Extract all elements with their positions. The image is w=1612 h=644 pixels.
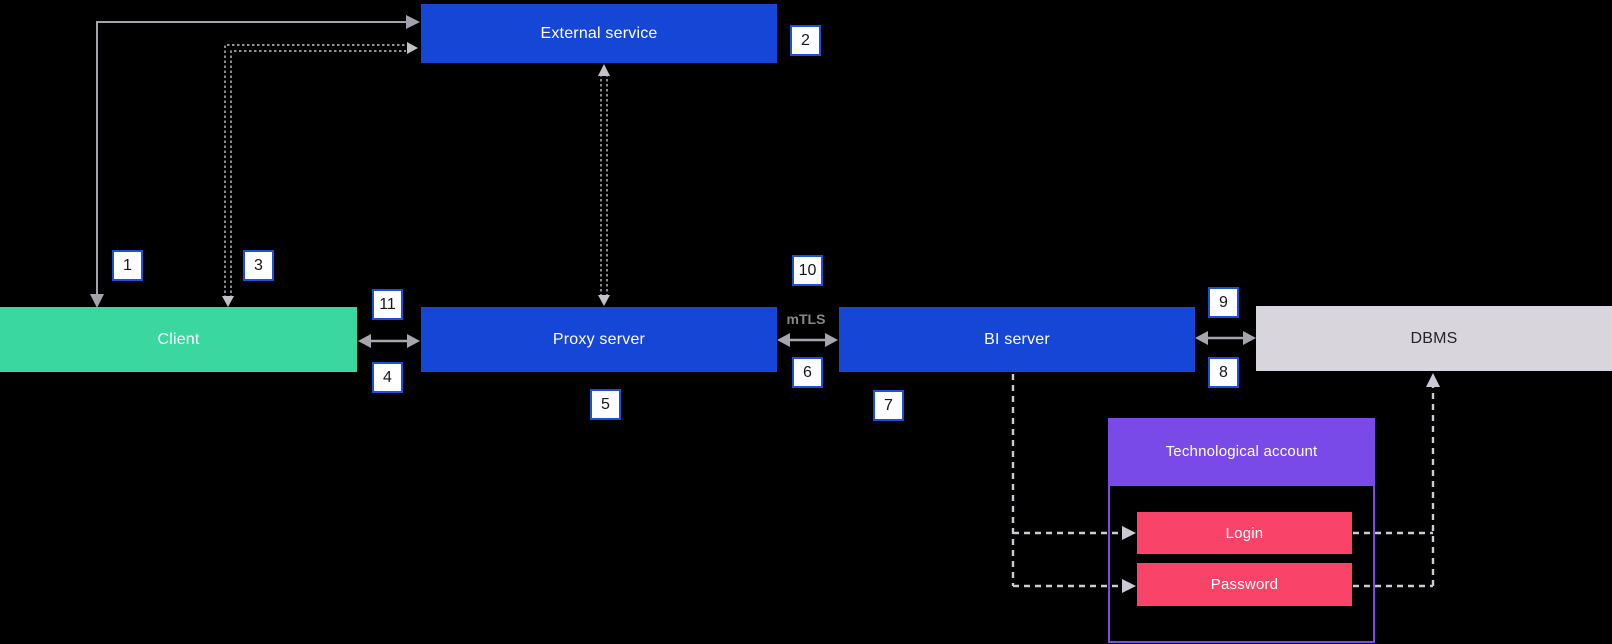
step-badge-7-label: 7 — [884, 396, 893, 414]
step-badge-3: 3 — [243, 250, 274, 281]
arrow-proxy-bi — [777, 333, 838, 347]
arrow-bi-credentials-dashed — [1011, 374, 1136, 593]
step-badge-4-label: 4 — [383, 368, 392, 386]
arrow-client-proxy — [358, 334, 420, 348]
technological-account-label: Technological account — [1165, 442, 1318, 460]
step-badge-5: 5 — [590, 389, 621, 420]
node-proxy-server: Proxy server — [421, 307, 777, 372]
step-badge-11-label: 11 — [379, 295, 396, 313]
node-dbms-label: DBMS — [1410, 329, 1458, 347]
step-badge-1-label: 1 — [123, 256, 132, 274]
step-badge-3-label: 3 — [254, 256, 263, 274]
step-badge-9-label: 9 — [1219, 293, 1228, 311]
node-client-label: Client — [157, 330, 200, 348]
node-password: Password — [1137, 563, 1352, 606]
mtls-annotation: mTLS — [779, 311, 833, 327]
step-badge-10: 10 — [792, 255, 823, 286]
node-dbms: DBMS — [1256, 306, 1612, 371]
step-badge-10-label: 10 — [798, 261, 817, 279]
step-badge-9: 9 — [1208, 287, 1239, 318]
node-password-label: Password — [1210, 576, 1279, 593]
step-badge-5-label: 5 — [601, 395, 610, 413]
node-external-service-label: External service — [540, 24, 658, 42]
node-bi-server-label: BI server — [984, 330, 1050, 348]
arrow-external-proxy-dashed — [598, 64, 610, 306]
node-client: Client — [0, 307, 357, 372]
step-badge-11: 11 — [372, 289, 403, 320]
arrow-bi-dbms — [1195, 331, 1256, 345]
step-badge-6-label: 6 — [803, 363, 812, 381]
mtls-annotation-label: mTLS — [786, 311, 826, 327]
node-bi-server: BI server — [839, 307, 1195, 372]
node-login: Login — [1137, 512, 1352, 554]
step-badge-7: 7 — [873, 390, 904, 421]
arrow-client-external-solid — [90, 15, 420, 308]
step-badge-2: 2 — [790, 25, 821, 56]
step-badge-8-label: 8 — [1219, 363, 1228, 381]
step-badge-4: 4 — [372, 362, 403, 393]
step-badge-2-label: 2 — [801, 31, 810, 49]
step-badge-1: 1 — [112, 250, 143, 281]
node-technological-account-header: Technological account — [1108, 418, 1375, 484]
node-login-label: Login — [1225, 524, 1264, 542]
step-badge-8: 8 — [1208, 357, 1239, 388]
technological-account-body — [1108, 484, 1375, 643]
node-proxy-server-label: Proxy server — [552, 330, 646, 348]
node-external-service: External service — [421, 4, 777, 63]
arrow-credentials-dbms-dashed — [1353, 373, 1440, 588]
step-badge-6: 6 — [792, 357, 823, 388]
arrow-client-external-dashed — [222, 42, 418, 307]
